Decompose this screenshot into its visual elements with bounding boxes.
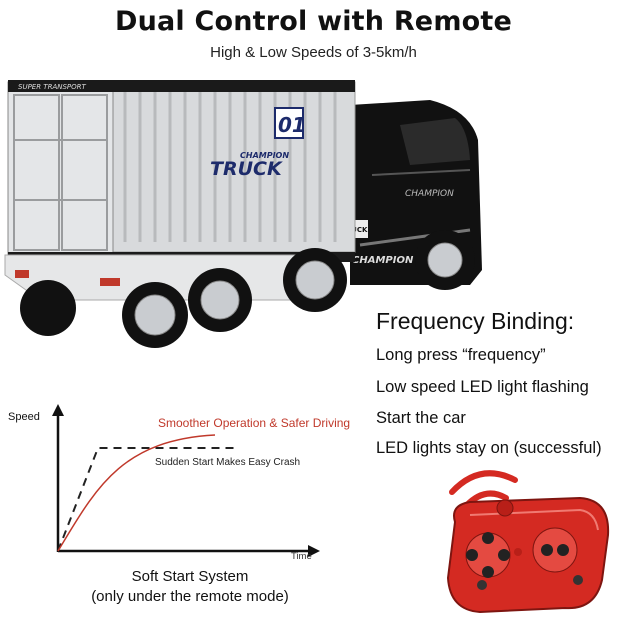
page-title: Dual Control with Remote xyxy=(114,6,513,37)
sudden-start-line xyxy=(57,447,235,552)
soft-start-caption: Soft Start System (only under the remote… xyxy=(60,567,320,607)
smooth-start-curve xyxy=(57,434,216,552)
y-axis-label: Speed xyxy=(8,411,40,423)
frequency-binding-heading: Frequency Binding: xyxy=(376,308,575,334)
soft-start-note: (only under the remote mode) xyxy=(91,588,289,605)
binding-step-3: Start the car xyxy=(376,409,466,427)
cab-side-text: CHAMPION xyxy=(352,255,414,266)
y-axis-arrow xyxy=(52,404,64,416)
container-door xyxy=(7,81,114,258)
binding-step-4: LED lights stay on (successful) xyxy=(376,439,602,457)
page-subtitle: High & Low Speeds of 3-5km/h xyxy=(210,44,417,61)
truck-wheels xyxy=(20,230,475,348)
x-axis-arrow xyxy=(308,545,320,557)
binding-step-1: Long press “frequency” xyxy=(376,346,546,364)
container-logo: TRUCK xyxy=(210,158,283,180)
container-brand: SUPER TRANSPORT xyxy=(18,83,87,91)
remote-control-icon xyxy=(446,470,610,614)
truck-illustration: CHAMPION CHAMPION TRUCK SUPER TRANSPORT … xyxy=(4,80,482,348)
cab-logo: CHAMPION xyxy=(405,189,454,199)
binding-step-2: Low speed LED light flashing xyxy=(376,378,589,396)
container-logo-small: CHAMPION xyxy=(240,151,289,160)
sudden-line-label: Sudden Start Makes Easy Crash xyxy=(155,457,301,468)
speed-graph xyxy=(52,404,320,557)
smooth-curve-label: Smoother Operation & Safer Driving xyxy=(158,416,351,430)
x-axis-label: Time xyxy=(291,551,312,562)
container-number: 01 xyxy=(278,113,306,137)
soft-start-title: Soft Start System xyxy=(131,568,249,585)
